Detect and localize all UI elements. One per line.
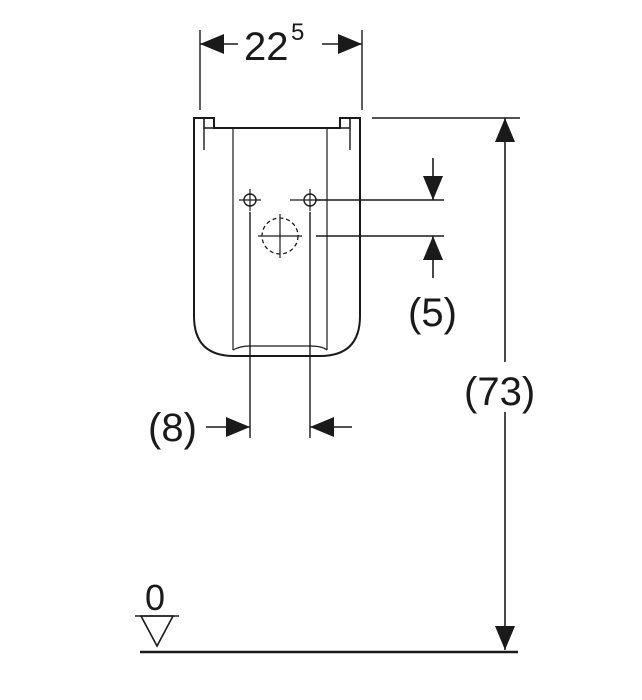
fixture-body — [193, 117, 361, 357]
spacing-dim-value: (8) — [148, 406, 197, 450]
width-arrow-left — [200, 34, 224, 54]
offset-arrow-top — [423, 176, 443, 200]
width-dim-superscript: 5 — [291, 19, 304, 46]
floor-level-value: 0 — [145, 577, 165, 618]
spacing-arrow-right — [310, 417, 334, 437]
width-dimension: 22 5 — [199, 19, 363, 110]
fixture-inner-bottom — [232, 345, 328, 351]
hole-spacing-dimension: (8) — [148, 212, 352, 450]
height-dimension: (73) — [372, 117, 535, 650]
fixture-top-lip-right — [340, 118, 351, 129]
vertical-offset-dimension: (5) — [316, 158, 457, 335]
spacing-arrow-left — [226, 417, 250, 437]
drain-outlet-circle — [258, 214, 302, 258]
height-arrow-bottom — [495, 626, 515, 650]
offset-dim-value: (5) — [408, 291, 457, 335]
fixture-outline — [193, 117, 361, 357]
height-arrow-top — [495, 118, 515, 142]
level-marker-triangle — [139, 615, 175, 648]
width-arrow-right — [338, 34, 362, 54]
floor-reference: 0 — [135, 577, 518, 654]
height-dim-value: (73) — [464, 370, 535, 414]
mounting-hole-left — [239, 189, 261, 211]
offset-arrow-bottom — [423, 236, 443, 260]
fixture-top-lip-left — [203, 118, 214, 129]
mounting-holes — [239, 189, 321, 258]
width-dim-value: 22 — [244, 25, 289, 69]
